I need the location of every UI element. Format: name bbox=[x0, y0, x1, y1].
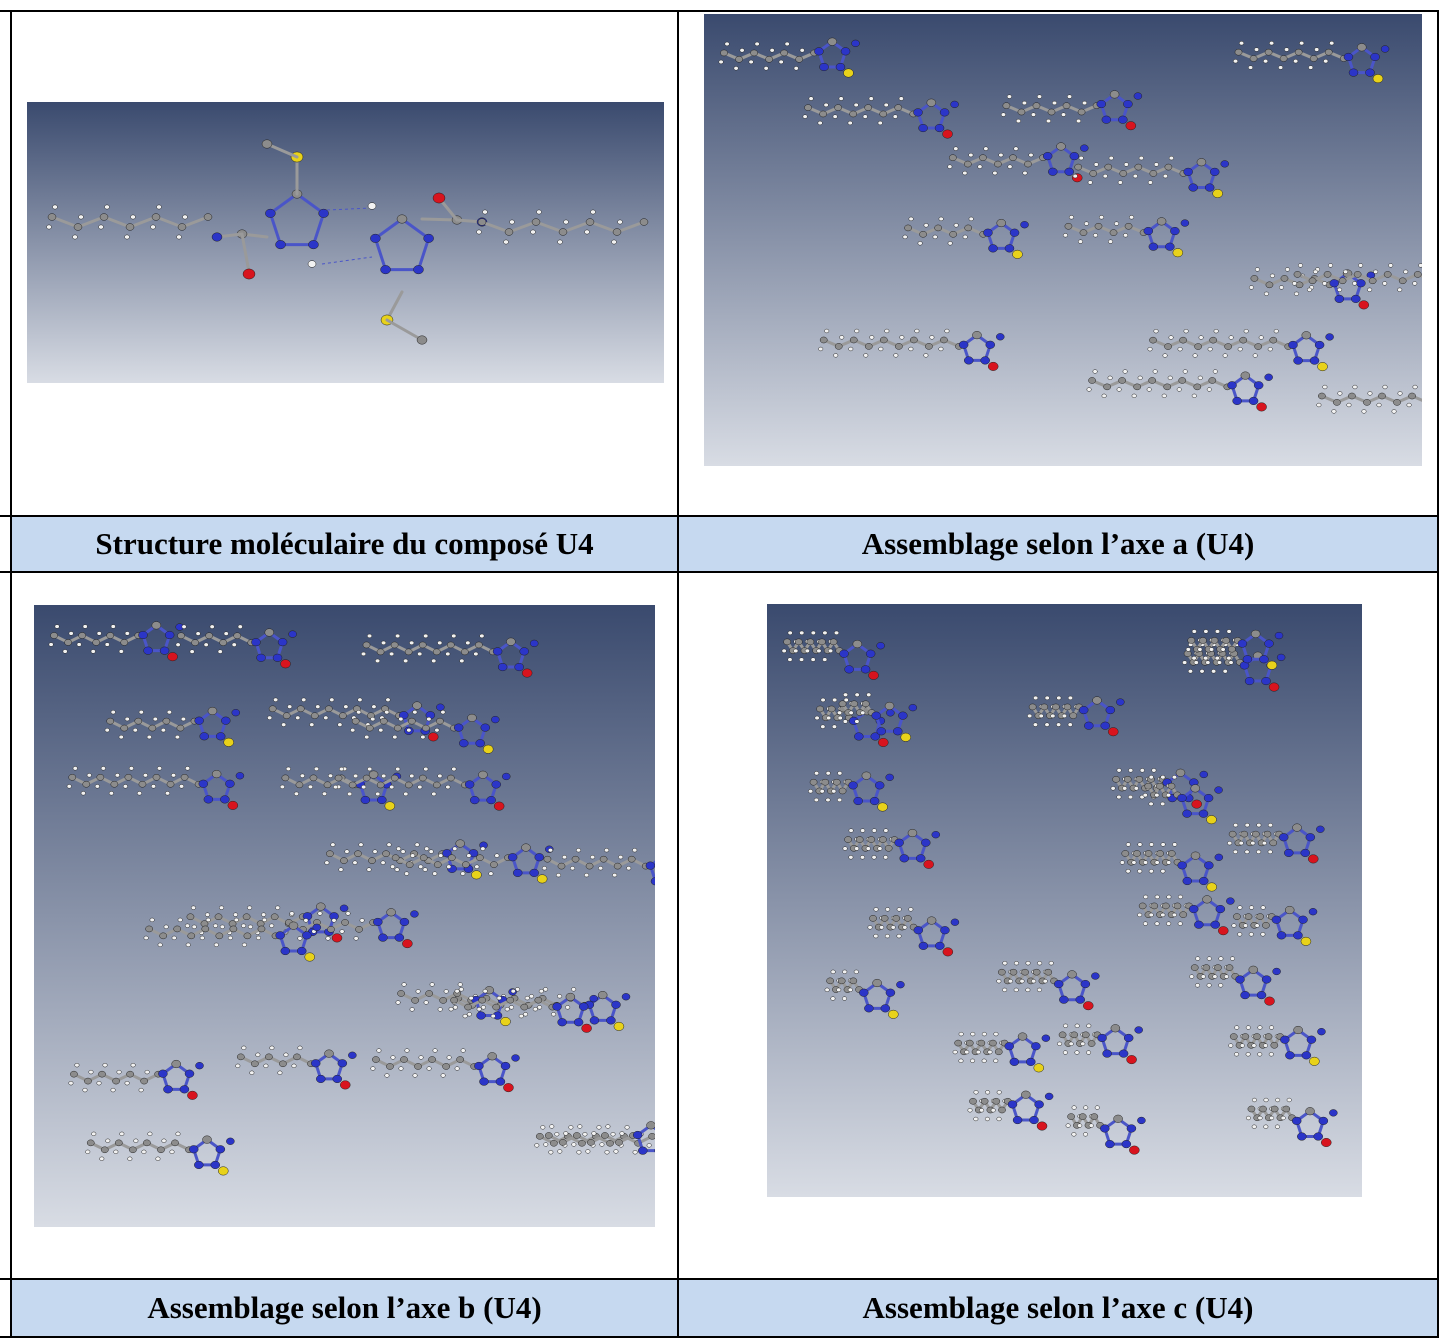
caption-molecular-structure: Structure moléculaire du composé U4 bbox=[12, 517, 677, 571]
molecular-structure-image bbox=[27, 102, 664, 383]
table-border-right bbox=[1437, 10, 1439, 1338]
table-border-bottom bbox=[0, 1336, 1439, 1338]
table-border-left bbox=[10, 10, 12, 1338]
assembly-axis-c-image bbox=[767, 604, 1362, 1197]
table-divider-vertical bbox=[677, 10, 679, 1338]
caption-assembly-axis-a: Assemblage selon l’axe a (U4) bbox=[679, 517, 1437, 571]
table-rule-1 bbox=[0, 515, 1439, 517]
table-rule-3 bbox=[0, 1278, 1439, 1280]
table-border-top bbox=[0, 10, 1439, 12]
assembly-axis-b-image bbox=[34, 605, 655, 1227]
table-rule-2 bbox=[0, 571, 1439, 573]
caption-assembly-axis-b: Assemblage selon l’axe b (U4) bbox=[12, 1280, 677, 1336]
assembly-axis-a-image bbox=[704, 14, 1422, 466]
caption-assembly-axis-c: Assemblage selon l’axe c (U4) bbox=[679, 1280, 1437, 1336]
